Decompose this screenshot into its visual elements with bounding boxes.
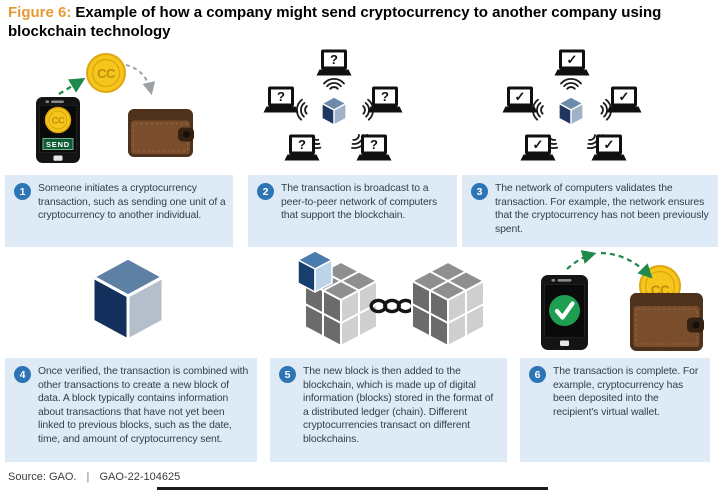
arrow-down-icon bbox=[125, 64, 156, 96]
step-number-badge: 3 bbox=[471, 183, 488, 200]
step-box-3: 3 The network of computers validates the… bbox=[462, 175, 718, 247]
svg-text:?: ? bbox=[330, 52, 338, 67]
source-text: Source: GAO. bbox=[8, 471, 77, 483]
illustration-validate-network: ✓ ✓ ✓ ✓ ✓ bbox=[502, 49, 642, 161]
figure-label: Figure 6: bbox=[8, 4, 72, 21]
step-box-6: 6 The transaction is complete. For examp… bbox=[520, 358, 710, 462]
checkmark-icon bbox=[554, 301, 575, 320]
step-number-badge: 5 bbox=[279, 366, 296, 383]
laptop-check-icon: ✓ bbox=[591, 134, 627, 161]
svg-text:CC: CC bbox=[52, 116, 65, 127]
figure-title-text: Example of how a company might send cryp… bbox=[8, 4, 662, 41]
separator: | bbox=[86, 471, 90, 483]
step-box-5: 5 The new block is then added to the blo… bbox=[270, 358, 507, 462]
send-button-graphic bbox=[42, 138, 74, 150]
block-cube-icon bbox=[558, 96, 584, 126]
source-line: Source: GAO. | GAO-22-104625 bbox=[8, 471, 180, 483]
svg-text:✓: ✓ bbox=[567, 52, 578, 67]
arrow-arc-icon bbox=[566, 250, 653, 279]
illustration-new-block bbox=[91, 256, 165, 342]
illustration-broadcast-network: ? ? ? ? ? bbox=[263, 49, 403, 161]
laptop-question-icon: ? bbox=[284, 134, 320, 161]
svg-text:✓: ✓ bbox=[515, 89, 526, 104]
step-number-badge: 6 bbox=[529, 366, 546, 383]
laptop-question-icon: ? bbox=[316, 49, 352, 76]
svg-text:?: ? bbox=[370, 137, 378, 152]
step-text: Once verified, the transaction is combin… bbox=[38, 366, 249, 445]
smartphone-send-icon: CC SEND bbox=[36, 97, 80, 163]
svg-text:✓: ✓ bbox=[619, 89, 630, 104]
smartphone-confirmed-icon bbox=[541, 275, 588, 350]
step-number-badge: 2 bbox=[257, 183, 274, 200]
success-circle bbox=[549, 295, 580, 326]
svg-text:?: ? bbox=[298, 137, 306, 152]
laptop-check-icon: ✓ bbox=[502, 86, 538, 113]
laptop-question-icon: ? bbox=[263, 86, 299, 113]
step-text: Someone initiates a cryptocurrency trans… bbox=[38, 183, 226, 222]
block-cube-large-icon bbox=[91, 256, 165, 342]
step-text: The transaction is complete. For example… bbox=[553, 366, 699, 418]
wallet-icon bbox=[128, 109, 194, 157]
bottom-bar bbox=[157, 487, 548, 490]
step-number-badge: 4 bbox=[14, 366, 31, 383]
step-text: The new block is then added to the block… bbox=[303, 366, 494, 445]
svg-text:✓: ✓ bbox=[533, 137, 544, 152]
laptop-question-icon: ? bbox=[367, 86, 403, 113]
figure-title: Figure 6:Example of how a company might … bbox=[8, 3, 663, 41]
laptop-question-icon: ? bbox=[356, 134, 392, 161]
svg-text:?: ? bbox=[277, 89, 285, 104]
illustration-send-crypto: CC CC SEND bbox=[36, 53, 194, 163]
wallet-icon bbox=[630, 293, 704, 351]
step-box-4: 4 Once verified, the transaction is comb… bbox=[5, 358, 257, 462]
block-cube-icon bbox=[321, 96, 347, 126]
svg-text:SEND: SEND bbox=[46, 140, 70, 149]
illustration-transaction-complete: CC bbox=[541, 250, 704, 351]
laptop-check-icon: ✓ bbox=[554, 49, 590, 76]
chain-link-icon bbox=[369, 298, 415, 314]
cryptocurrency-coin-icon: CC bbox=[86, 53, 126, 93]
svg-text:CC: CC bbox=[97, 66, 116, 81]
step-text: The transaction is broadcast to a peer-t… bbox=[281, 183, 438, 222]
illustration-blockchain bbox=[297, 252, 485, 347]
report-id: GAO-22-104625 bbox=[99, 471, 181, 483]
step-number-badge: 1 bbox=[14, 183, 31, 200]
laptop-check-icon: ✓ bbox=[520, 134, 556, 161]
step-text: The network of computers validates the t… bbox=[495, 183, 709, 235]
laptop-check-icon: ✓ bbox=[606, 86, 642, 113]
svg-text:✓: ✓ bbox=[604, 137, 615, 152]
new-block-cube-icon bbox=[297, 252, 333, 293]
svg-text:?: ? bbox=[381, 89, 389, 104]
step-box-2: 2 The transaction is broadcast to a peer… bbox=[248, 175, 457, 247]
step-box-1: 1 Someone initiates a cryptocurrency tra… bbox=[5, 175, 233, 247]
arrow-up-icon bbox=[58, 77, 86, 96]
block-cluster-icon bbox=[411, 261, 485, 347]
